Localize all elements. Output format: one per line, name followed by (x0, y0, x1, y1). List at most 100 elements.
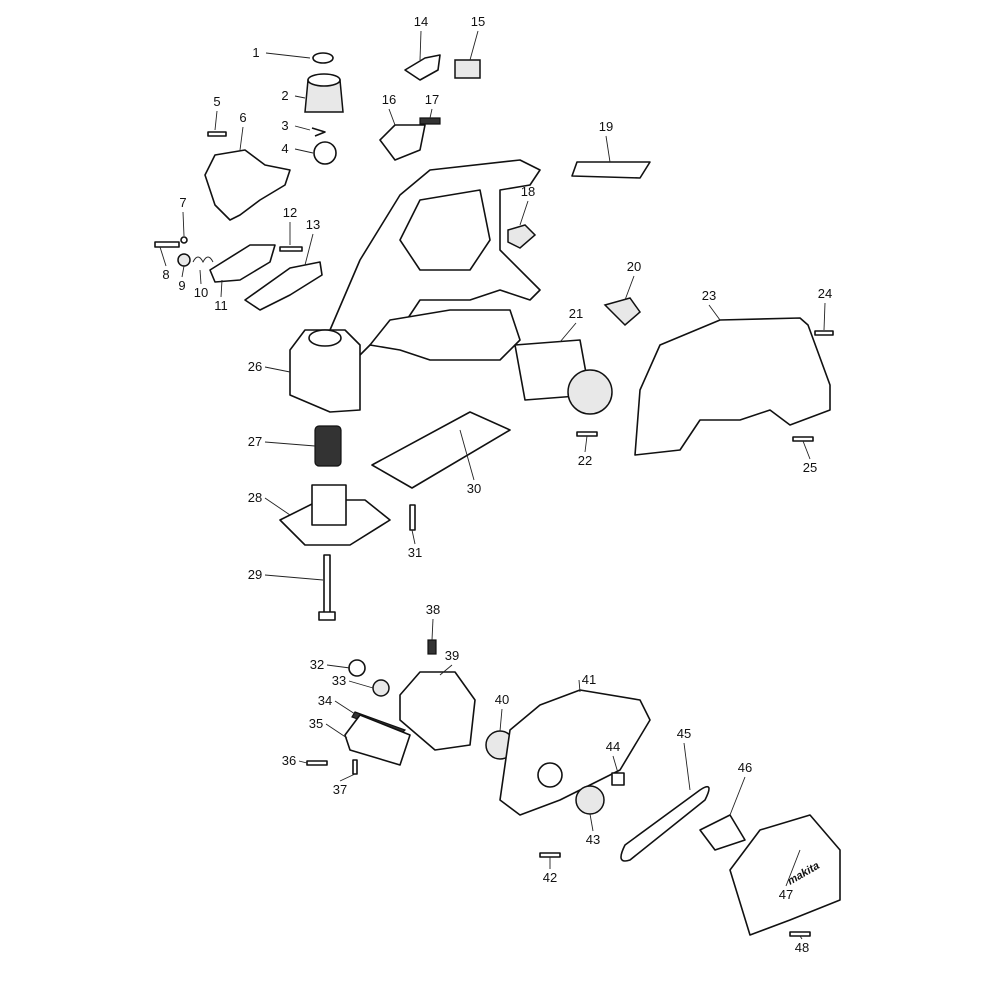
callout-11: 11 (214, 298, 228, 313)
leader-line-21 (559, 322, 577, 343)
callout-26: 26 (248, 359, 262, 374)
screw-part-8 (154, 241, 180, 248)
ball-part-7 (180, 236, 188, 244)
cover-part-6 (204, 149, 291, 221)
bolt-part-29 (323, 554, 331, 616)
leader-line-5 (214, 110, 218, 131)
leader-line-11 (220, 279, 223, 298)
leader-line-6 (239, 126, 244, 151)
callout-14: 14 (414, 14, 428, 29)
callout-22: 22 (578, 453, 592, 468)
cap-part-9 (177, 253, 191, 267)
motor-gear (567, 369, 613, 415)
lever-part-14 (404, 54, 441, 81)
bracket-part-13 (244, 261, 323, 311)
leader-line-36 (298, 760, 308, 764)
callout-43: 43 (586, 832, 600, 847)
callout-33: 33 (332, 673, 346, 688)
callout-2: 2 (281, 88, 288, 103)
leader-line-28 (264, 497, 291, 516)
drum-part-35 (344, 714, 411, 766)
pulley-part-43 (575, 785, 605, 815)
leader-line-47 (785, 849, 801, 887)
leader-line-7 (182, 211, 185, 237)
screw-part-12 (279, 246, 303, 252)
leader-line-30 (459, 429, 475, 481)
leader-line-22 (584, 435, 588, 453)
screw-part-36 (306, 760, 328, 766)
callout-30: 30 (467, 481, 481, 496)
callout-42: 42 (543, 870, 557, 885)
plate-part-11 (209, 244, 276, 283)
knob-seat (308, 329, 342, 347)
callout-19: 19 (599, 119, 613, 134)
leader-line-17 (429, 108, 433, 119)
callout-25: 25 (803, 460, 817, 475)
spring-part-10 (192, 256, 214, 264)
leader-line-25 (802, 440, 811, 460)
callout-12: 12 (283, 205, 297, 220)
leader-line-18 (519, 200, 529, 226)
callout-29: 29 (248, 567, 262, 582)
callout-23: 23 (702, 288, 716, 303)
trigger-part-16 (379, 124, 426, 161)
housing-handle-inner (399, 189, 491, 271)
callout-28: 28 (248, 490, 262, 505)
callout-16: 16 (382, 92, 396, 107)
leader-line-38 (431, 618, 434, 641)
callout-37: 37 (333, 782, 347, 797)
leader-line-24 (823, 302, 826, 331)
leader-line-3 (294, 125, 311, 131)
callout-4: 4 (281, 141, 288, 156)
screw-part-37 (352, 759, 358, 775)
bolt-head (318, 611, 336, 621)
callout-31: 31 (408, 545, 422, 560)
leader-line-19 (605, 135, 611, 163)
screw-part-25 (792, 436, 814, 442)
leader-line-39 (439, 664, 453, 676)
leader-line-2 (294, 95, 306, 99)
callout-18: 18 (521, 184, 535, 199)
spring-part-27 (314, 425, 342, 467)
setscrew-part-38 (427, 639, 437, 655)
leader-line-27 (264, 441, 316, 447)
callout-24: 24 (818, 286, 832, 301)
leader-line-13 (304, 233, 314, 266)
plate-part-30 (371, 411, 511, 489)
callout-1: 1 (252, 45, 259, 60)
callout-40: 40 (495, 692, 509, 707)
leader-line-29 (264, 574, 324, 581)
washer-part-32 (348, 659, 366, 677)
callout-36: 36 (282, 753, 296, 768)
leader-line-31 (411, 529, 416, 545)
leader-line-34 (334, 700, 356, 715)
ring-part-1 (312, 52, 334, 64)
leader-line-46 (729, 776, 746, 816)
leader-line-33 (348, 680, 374, 689)
callout-32: 32 (310, 657, 324, 672)
callout-41: 41 (582, 672, 596, 687)
leader-line-32 (326, 664, 351, 669)
callout-27: 27 (248, 434, 262, 449)
leader-line-15 (469, 30, 479, 61)
callout-34: 34 (318, 693, 332, 708)
connector-part-18 (507, 224, 537, 249)
callout-38: 38 (426, 602, 440, 617)
callout-35: 35 (309, 716, 323, 731)
callout-7: 7 (179, 195, 186, 210)
leader-line-8 (159, 246, 167, 267)
callout-44: 44 (606, 739, 620, 754)
screw-part-22 (576, 431, 598, 437)
knob-top (307, 73, 341, 87)
callout-3: 3 (281, 118, 288, 133)
callout-39: 39 (445, 648, 459, 663)
label-part-19 (571, 161, 651, 179)
base-tube (311, 484, 347, 526)
callout-47: 47 (779, 887, 793, 902)
leader-line-45 (683, 742, 691, 791)
clip-part-3 (311, 127, 326, 137)
leader-line-9 (181, 265, 185, 278)
leader-line-20 (624, 275, 635, 301)
leader-line-44 (612, 755, 619, 774)
